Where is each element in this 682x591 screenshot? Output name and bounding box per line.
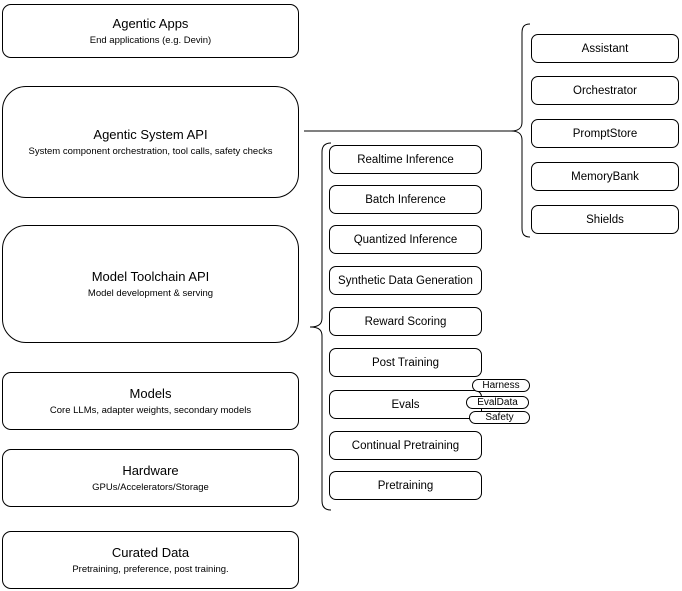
node-label: Quantized Inference	[353, 233, 458, 246]
brace-system-components	[510, 23, 531, 238]
node-synthetic-data-generation: Synthetic Data Generation	[329, 266, 482, 295]
node-reward-scoring: Reward Scoring	[329, 307, 482, 336]
node-curated-data: Curated Data Pretraining, preference, po…	[2, 531, 299, 589]
node-subtitle: End applications (e.g. Devin)	[89, 34, 212, 46]
pill-evaldata: EvalData	[466, 396, 529, 409]
node-continual-pretraining: Continual Pretraining	[329, 431, 482, 460]
node-pretraining: Pretraining	[329, 471, 482, 500]
node-subtitle: Pretraining, preference, post training.	[72, 563, 229, 575]
node-title: Models	[129, 385, 172, 401]
node-label: Evals	[391, 398, 420, 411]
pill-harness: Harness	[472, 379, 530, 392]
node-hardware: Hardware GPUs/Accelerators/Storage	[2, 449, 299, 507]
node-title: Agentic Apps	[112, 15, 189, 31]
node-label: Orchestrator	[573, 84, 637, 97]
node-evals: Evals	[329, 390, 482, 419]
node-agentic-apps: Agentic Apps End applications (e.g. Devi…	[2, 4, 299, 58]
node-subtitle: System component orchestration, tool cal…	[28, 145, 273, 157]
pill-label: Harness	[482, 380, 520, 391]
node-label: Reward Scoring	[364, 315, 447, 328]
pill-label: Safety	[485, 412, 514, 423]
node-quantized-inference: Quantized Inference	[329, 225, 482, 254]
node-label: Synthetic Data Generation	[338, 274, 473, 287]
node-subtitle: Model development & serving	[87, 287, 214, 299]
node-label: Post Training	[371, 356, 440, 369]
node-model-toolchain-api: Model Toolchain API Model development & …	[2, 225, 299, 343]
brace-toolchain-services	[309, 142, 332, 511]
node-realtime-inference: Realtime Inference	[329, 145, 482, 174]
node-title: Hardware	[122, 462, 179, 478]
node-label: Batch Inference	[365, 193, 446, 206]
node-shields: Shields	[531, 205, 679, 234]
node-label: Pretraining	[377, 479, 434, 492]
node-promptstore: PromptStore	[531, 119, 679, 148]
node-label: MemoryBank	[571, 170, 639, 183]
pill-label: EvalData	[477, 397, 518, 408]
node-label: Assistant	[581, 42, 629, 55]
node-label: Shields	[586, 213, 624, 226]
node-label: Realtime Inference	[357, 153, 454, 166]
pill-safety: Safety	[469, 411, 530, 424]
node-title: Agentic System API	[93, 126, 208, 142]
node-title: Curated Data	[111, 544, 190, 560]
node-orchestrator: Orchestrator	[531, 76, 679, 105]
node-memorybank: MemoryBank	[531, 162, 679, 191]
node-title: Model Toolchain API	[91, 268, 210, 284]
node-models: Models Core LLMs, adapter weights, secon…	[2, 372, 299, 430]
node-label: Continual Pretraining	[351, 439, 460, 452]
node-subtitle: GPUs/Accelerators/Storage	[92, 481, 209, 493]
node-agentic-system-api: Agentic System API System component orch…	[2, 86, 299, 198]
node-label: PromptStore	[572, 127, 638, 140]
node-batch-inference: Batch Inference	[329, 185, 482, 214]
node-assistant: Assistant	[531, 34, 679, 63]
node-post-training: Post Training	[329, 348, 482, 377]
node-subtitle: Core LLMs, adapter weights, secondary mo…	[49, 404, 252, 416]
